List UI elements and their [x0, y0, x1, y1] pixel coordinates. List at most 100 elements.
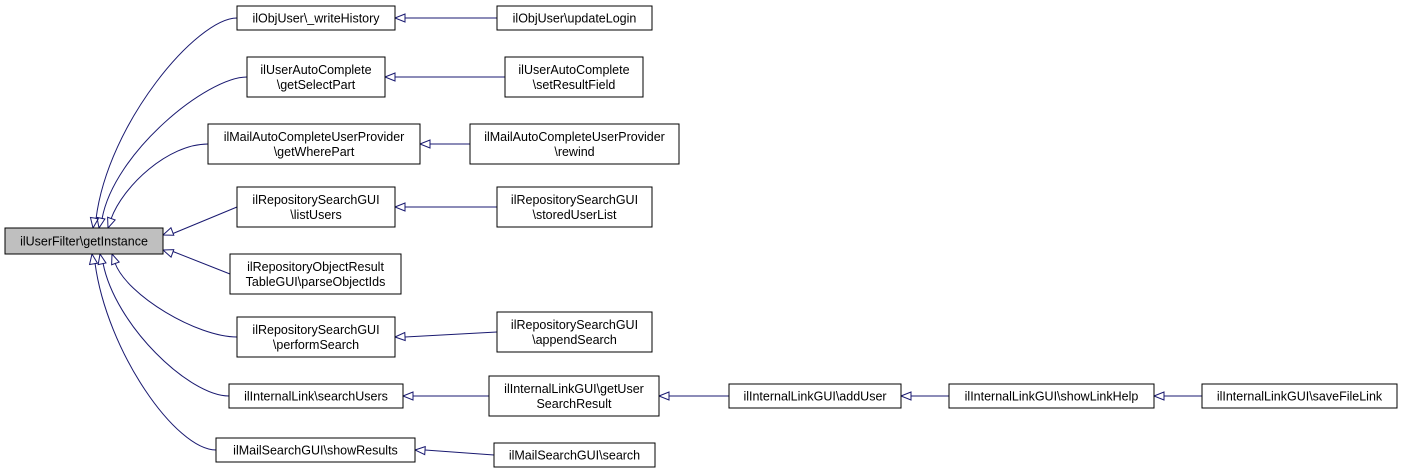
node-label: ilObjUser\_writeHistory — [252, 12, 380, 26]
node-box — [948, 383, 1155, 409]
arrowhead — [111, 252, 121, 266]
node-n2a[interactable]: ilUserAutoComplete\setResultField — [504, 56, 644, 98]
node-box — [488, 375, 660, 417]
node-n1[interactable]: ilObjUser\_writeHistory — [236, 5, 396, 31]
edge-line — [424, 449, 495, 456]
arrowhead — [657, 391, 670, 401]
arrowhead — [393, 13, 406, 23]
arrowhead — [401, 391, 414, 401]
node-label: ilUserAutoComplete — [518, 63, 629, 77]
edge-n3a-to-n3 — [418, 139, 470, 149]
node-n7b[interactable]: ilInternalLinkGUI\addUser — [728, 383, 902, 409]
node-box — [236, 316, 396, 358]
node-box — [728, 383, 902, 409]
node-box — [246, 56, 386, 98]
edge-n3-to-root — [107, 143, 209, 230]
edge-n5-to-root — [161, 249, 231, 275]
node-n8[interactable]: ilMailSearchGUI\showResults — [215, 437, 416, 463]
node-box — [236, 5, 396, 31]
nodes-layer: ilUserFilter\getInstance ilObjUser\_write… — [4, 5, 1398, 468]
node-box — [496, 186, 653, 228]
edge-line — [95, 17, 238, 220]
edge-n4a-to-n4 — [393, 202, 497, 212]
arrowhead — [107, 216, 116, 230]
node-n2[interactable]: ilUserAutoComplete\getSelectPart — [246, 56, 386, 98]
node-n6a[interactable]: ilRepositorySearchGUI\appendSearch — [496, 311, 653, 353]
node-n7d[interactable]: ilInternalLinkGUI\saveFileLink — [1201, 383, 1398, 409]
node-box — [236, 186, 396, 228]
node-n7[interactable]: ilInternalLink\searchUsers — [228, 383, 404, 409]
node-label: \getWherePart — [274, 145, 355, 159]
node-box — [1201, 383, 1398, 409]
node-label: \listUsers — [290, 208, 341, 222]
arrowhead — [393, 202, 406, 212]
node-box — [493, 442, 656, 468]
node-root[interactable]: ilUserFilter\getInstance — [4, 227, 164, 255]
edge-n4-to-root — [161, 206, 238, 236]
edge-line — [172, 251, 231, 275]
node-label: ilMailAutoCompleteUserProvider — [224, 130, 405, 144]
arrowhead — [1152, 391, 1165, 401]
arrowhead — [383, 72, 396, 82]
node-n6[interactable]: ilRepositorySearchGUI\performSearch — [236, 316, 396, 358]
node-label: \rewind — [554, 145, 594, 159]
node-n4a[interactable]: ilRepositorySearchGUI\storedUserList — [496, 186, 653, 228]
node-label: ilInternalLinkGUI\addUser — [743, 390, 886, 404]
arrowhead — [88, 252, 99, 266]
node-box — [504, 56, 644, 98]
node-box — [229, 253, 402, 295]
node-label: \setResultField — [533, 78, 616, 92]
edge-line — [94, 262, 217, 451]
node-label: ilRepositorySearchGUI — [252, 193, 379, 207]
node-n3[interactable]: ilMailAutoCompleteUserProvider\getWhereP… — [207, 123, 421, 165]
arrowhead — [97, 252, 107, 266]
node-n8a[interactable]: ilMailSearchGUI\search — [493, 442, 656, 468]
node-n5[interactable]: ilRepositoryObjectResultTableGUI\parseOb… — [229, 253, 402, 295]
node-n7c[interactable]: ilInternalLinkGUI\showLinkHelp — [948, 383, 1155, 409]
arrowhead — [413, 445, 426, 456]
edge-n6-to-root — [111, 252, 238, 338]
node-label: ilUserFilter\getInstance — [20, 235, 148, 249]
node-label: ilMailSearchGUI\showResults — [233, 444, 398, 458]
node-label: ilUserAutoComplete — [260, 63, 371, 77]
node-label: ilRepositoryObjectResult — [247, 260, 384, 274]
node-label: ilRepositorySearchGUI — [511, 318, 638, 332]
node-label: ilRepositorySearchGUI — [252, 323, 379, 337]
edge-n7a-to-n7 — [401, 391, 489, 401]
edge-line — [404, 331, 498, 338]
edge-n7b-to-n7a — [657, 391, 729, 401]
node-label: ilMailSearchGUI\search — [509, 449, 640, 463]
arrowhead — [96, 216, 106, 230]
node-box — [215, 437, 416, 463]
node-label: TableGUI\parseObjectIds — [246, 275, 386, 289]
edge-line — [114, 262, 238, 338]
node-box — [4, 227, 164, 255]
edges-layer — [88, 13, 1202, 456]
edge-line — [172, 206, 238, 234]
node-label: ilObjUser\updateLogin — [513, 12, 637, 26]
arrowhead — [161, 226, 175, 236]
arrowhead — [393, 331, 406, 342]
edge-n7d-to-n7c — [1152, 391, 1202, 401]
node-label: \performSearch — [273, 338, 359, 352]
arrowhead — [418, 139, 431, 149]
edge-n7-to-root — [97, 252, 230, 397]
node-label: ilInternalLinkGUI\getUser — [504, 382, 644, 396]
edge-n8a-to-n8 — [413, 445, 495, 456]
edge-n8-to-root — [88, 252, 217, 451]
node-n4[interactable]: ilRepositorySearchGUI\listUsers — [236, 186, 396, 228]
node-label: \getSelectPart — [277, 78, 356, 92]
node-box — [469, 123, 680, 165]
node-box — [496, 311, 653, 353]
edge-n7c-to-n7b — [899, 391, 949, 401]
node-label: \appendSearch — [532, 333, 617, 347]
edge-n2-to-root — [96, 76, 248, 230]
node-label: ilInternalLinkGUI\saveFileLink — [1217, 390, 1383, 404]
node-label: ilMailAutoCompleteUserProvider — [484, 130, 665, 144]
node-label: \storedUserList — [532, 208, 617, 222]
node-n1a[interactable]: ilObjUser\updateLogin — [496, 5, 653, 31]
node-label: SearchResult — [536, 397, 612, 411]
node-n3a[interactable]: ilMailAutoCompleteUserProvider\rewind — [469, 123, 680, 165]
